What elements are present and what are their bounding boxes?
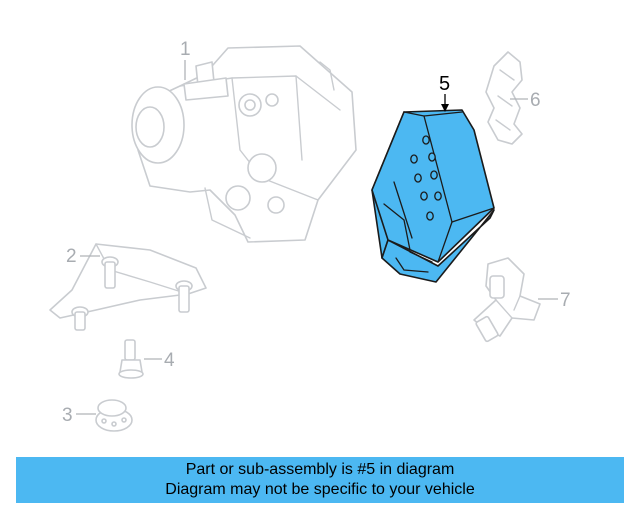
- callout-2: 2: [66, 246, 77, 267]
- caption-line-2: Diagram may not be specific to your vehi…: [165, 481, 475, 498]
- callout-1: 1: [180, 39, 191, 60]
- caption-banner: Part or sub-assembly is #5 in diagram Di…: [16, 457, 624, 503]
- part-3-grommet[interactable]: [95, 399, 133, 432]
- connector-pin-8: [426, 211, 434, 221]
- part-5-control-module[interactable]: [371, 109, 495, 283]
- connector-pin-4: [430, 170, 438, 180]
- part-6-clip[interactable]: [485, 51, 523, 145]
- connector-pin-5: [414, 173, 422, 183]
- callout-4: 4: [164, 350, 175, 371]
- part-4-bolt[interactable]: [118, 339, 144, 379]
- connector-pin-7: [420, 191, 428, 201]
- part-7-speed-sensor[interactable]: [473, 257, 541, 343]
- caption-line-1: Part or sub-assembly is #5 in diagram: [185, 461, 455, 478]
- callout-7: 7: [560, 290, 571, 311]
- connector-pin-2: [428, 152, 436, 162]
- leader-arrow-5: [441, 104, 449, 112]
- callout-6: 6: [530, 90, 541, 111]
- parts-diagram: 1 2 3 4 6 7: [49, 39, 571, 432]
- callout-5: 5: [439, 73, 450, 95]
- connector-pin-3: [410, 154, 418, 164]
- part-2-mounting-bracket[interactable]: [49, 243, 207, 331]
- connector-pin-6: [434, 191, 442, 201]
- callout-3: 3: [62, 405, 73, 426]
- connector-pin-1: [422, 135, 430, 145]
- part-1-abs-modulator[interactable]: [131, 45, 357, 243]
